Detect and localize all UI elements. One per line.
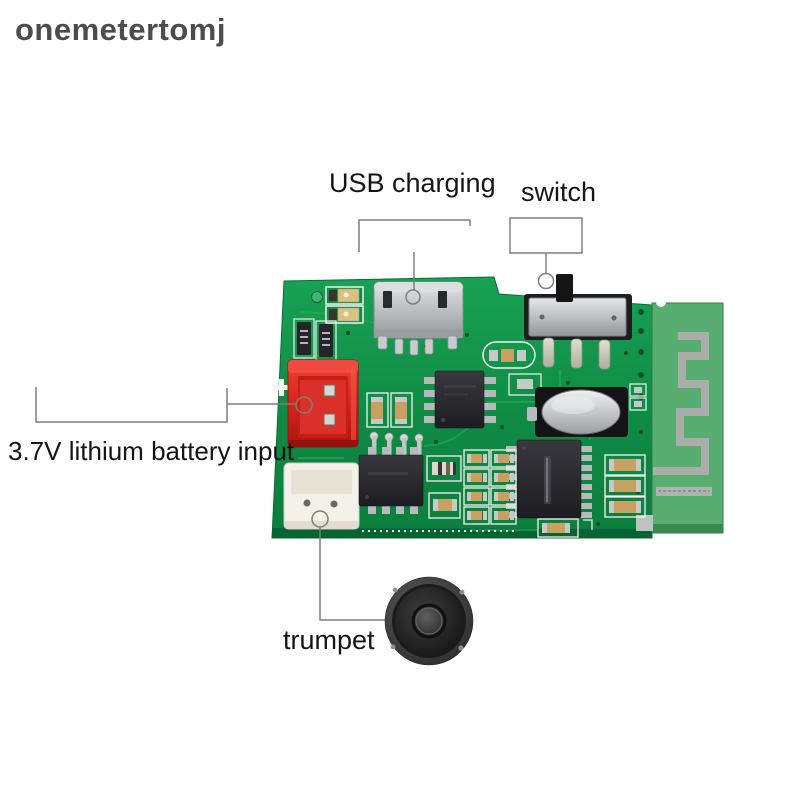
usb-slot [383,291,392,308]
module-bottom-edge [652,524,723,533]
switch-lever [556,274,573,302]
battery-connector-red [287,359,359,448]
led-dot [343,311,349,317]
speaker-screws [390,587,465,651]
switch-label: switch [521,177,597,207]
battery-bracket-line [35,387,228,423]
smd-resistor-grid [463,449,517,525]
smd-resistor-column [604,454,646,518]
connector-pin [323,384,336,397]
status-leds [325,286,364,324]
trumpet-label: trumpet [283,625,375,655]
smd-bracket-box [508,373,542,396]
usb-slot [438,291,447,308]
module-smd-parts [629,383,647,411]
battery-pointer-circle [295,396,313,414]
switch-pointer-circle [537,272,555,290]
usb-charging-label: USB charging [329,168,496,198]
switch-pins [542,337,611,370]
watermark-text: onemetertomj [15,12,226,47]
pcb-traces [292,311,591,531]
antenna-trace-icon [653,332,709,475]
crystal-oscillator [527,387,628,437]
annotation-switch [509,217,583,290]
trumpet-pointer-line [319,527,385,621]
bluetooth-ic [506,439,592,519]
annotation-usb-charging [358,219,471,305]
usb-legs [377,335,458,356]
bluetooth-antenna-module [629,297,724,534]
plus-marking [273,379,290,396]
speaker-connector-white [283,462,360,530]
smd-resistor-box [428,492,461,519]
module-notch [656,297,666,307]
speaker-icon [384,576,474,666]
charging-ic [424,370,496,429]
connector-pin [323,413,336,426]
micro-usb-port [373,281,464,356]
usb-bracket-line [358,219,471,252]
smd-resistor-box-bottom [537,518,593,538]
annotation-battery-input [35,387,313,423]
annotation-trumpet [311,510,385,621]
connector-pin [303,499,311,507]
battery-input-label: 3.7V lithium battery input [8,436,295,466]
power-resistors [293,318,337,361]
smd-capacitor-pair [366,392,413,428]
usb-pointer-circle [405,289,421,305]
led-dot [343,292,349,298]
drill-hole [311,291,323,303]
switch-callout-box [509,217,583,254]
smd-inductor-box [426,455,462,482]
connector-pin [330,500,338,508]
smd-stadium-group [482,341,536,369]
header-pins [369,431,424,460]
module-corner-pad [636,515,653,531]
audio-amplifier-ic [358,447,424,514]
power-switch [524,274,632,370]
